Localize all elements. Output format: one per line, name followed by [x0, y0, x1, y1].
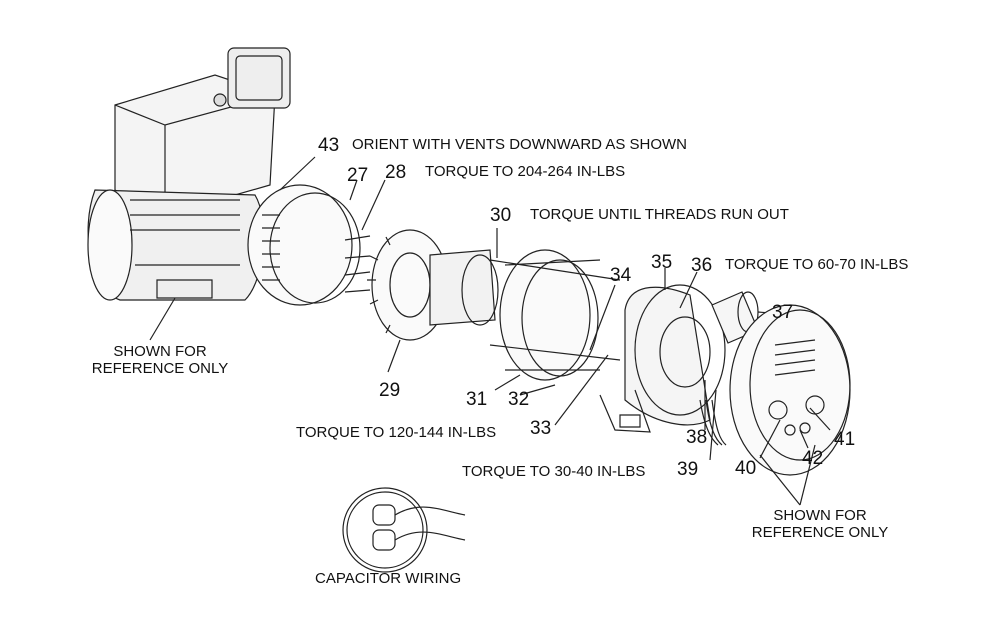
note-torque-204-264: TORQUE TO 204-264 IN-LBS [425, 163, 626, 180]
part-35-carrier [600, 268, 726, 460]
part-31-stator [490, 228, 620, 395]
note-torque-30-40: TORQUE TO 30-40 IN-LBS [462, 463, 646, 480]
part-27-28-bolts [345, 180, 385, 292]
reference-note-right-line2: REFERENCE ONLY [751, 524, 889, 541]
callout-34: 34 [610, 265, 632, 286]
reference-note-left-line1: SHOWN FOR [113, 343, 207, 360]
reference-note-left: SHOWN FOR REFERENCE ONLY [80, 343, 240, 377]
reference-note-right: SHOWN FOR REFERENCE ONLY [740, 507, 900, 541]
note-orient-vents: ORIENT WITH VENTS DOWNWARD AS SHOWN [352, 136, 688, 153]
callout-37: 37 [772, 302, 794, 323]
part-43-housing [248, 157, 360, 305]
callout-35: 35 [651, 252, 673, 273]
reference-note-left-line2: REFERENCE ONLY [91, 360, 229, 377]
callout-39: 39 [677, 459, 699, 480]
note-torque-threads: TORQUE UNTIL THREADS RUN OUT [530, 206, 789, 223]
callout-42: 42 [802, 448, 824, 469]
callout-33: 33 [530, 418, 552, 439]
note-torque-60-70: TORQUE TO 60-70 IN-LBS [725, 256, 909, 273]
reference-note-right-line1: SHOWN FOR [773, 507, 867, 524]
callout-29: 29 [379, 380, 401, 401]
part-34-bolts [555, 285, 615, 425]
callout-28: 28 [385, 162, 407, 183]
callout-31: 31 [466, 389, 488, 410]
callout-40: 40 [735, 458, 757, 479]
capacitor-wiring-caption: CAPACITOR WIRING [315, 570, 462, 587]
control-panel [730, 305, 850, 505]
callout-43: 43 [318, 135, 340, 156]
callout-36: 36 [691, 255, 713, 276]
capacitor-wiring-inset [343, 488, 465, 572]
callout-27: 27 [347, 165, 369, 186]
part-29-rotor [367, 230, 498, 372]
callout-41: 41 [834, 429, 856, 450]
note-torque-120-144: TORQUE TO 120-144 IN-LBS [296, 424, 497, 441]
callout-38: 38 [686, 427, 708, 448]
callout-32: 32 [508, 389, 530, 410]
callout-30: 30 [490, 205, 512, 226]
engine-assembly [88, 48, 290, 340]
